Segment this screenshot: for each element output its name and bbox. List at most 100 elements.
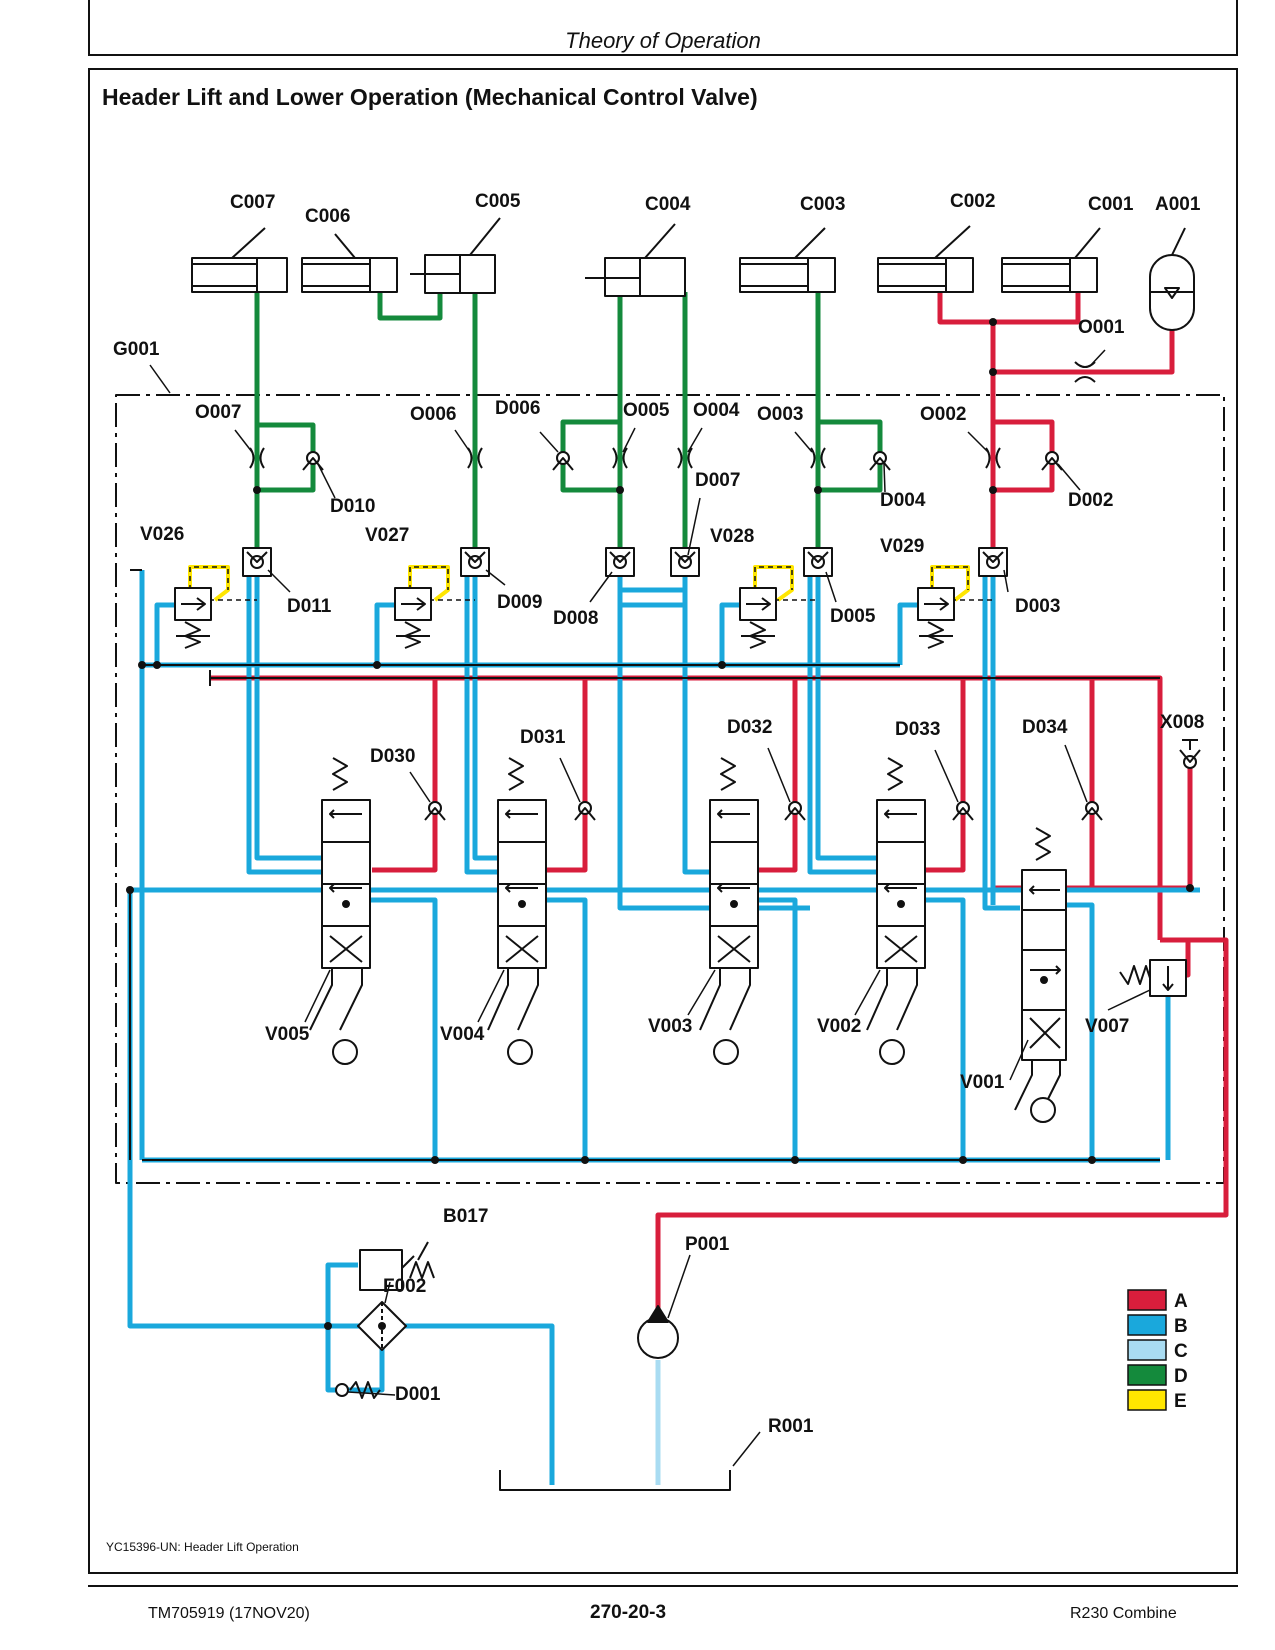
blue-line-d005 [807,575,877,875]
green-line-d004-loop [818,419,883,493]
label-d032: D032 [727,717,772,738]
label-r001: R001 [768,1416,814,1437]
legend-label-a: A [1174,1291,1188,1312]
control-valve-v001 [1014,827,1067,1123]
legend-label-c: C [1174,1341,1188,1362]
green-line-d006-loop [560,419,620,493]
control-valve-v002 [866,757,926,1065]
blue-line-d003 [982,575,1020,911]
red-line-d032 [757,678,798,873]
orifice-o004 [677,447,693,469]
label-d010: D010 [330,496,375,517]
control-valve-v005 [309,757,371,1065]
label-o002: O002 [920,404,966,425]
red-line-pressure-riser [655,937,1229,1318]
blue-line-d011 [246,575,322,875]
legend-label-b: B [1174,1316,1188,1337]
pilot-check-d009 [460,547,490,577]
label-v005: V005 [265,1024,310,1045]
label-c005: C005 [475,191,521,212]
label-d008: D008 [553,608,598,629]
pressure-switch-b017 [359,1241,435,1291]
label-o005: O005 [623,400,670,421]
label-o007: O007 [195,402,241,423]
pump-p001 [637,1305,679,1359]
label-f002: F002 [383,1276,426,1297]
legend-swatch-d [1127,1364,1167,1386]
label-o003: O003 [757,404,803,425]
red-line-c002-c001 [937,292,1081,325]
green-line-d010-loop [257,422,316,493]
pilot-check-d008 [605,547,635,577]
label-a001: A001 [1155,194,1201,215]
label-d007: D007 [695,470,740,491]
label-d006: D006 [495,398,540,419]
label-d001: D001 [395,1384,441,1405]
blue-line-filter-bypass [325,1326,385,1393]
green-line-c006-c005 [377,292,443,321]
label-v007: V007 [1085,1016,1129,1037]
label-d030: D030 [370,746,415,767]
blue-line-filter-loop [325,1262,358,1326]
label-v003: V003 [648,1016,692,1037]
legend-label-e: E [1174,1391,1187,1412]
pilot-check-d007 [670,547,700,577]
valve-block-boundary [115,394,1225,1184]
blue-line-d009 [464,575,498,875]
blue-line-v027-pilot [374,602,395,665]
reducing-valve-v027 [394,587,432,649]
legend-label-d: D [1174,1366,1188,1387]
check-valve-d006 [552,451,574,471]
blue-line-v029-pilot [897,602,918,665]
reducing-valve-v028 [739,587,777,649]
section-header: Theory of Operation [565,28,761,53]
label-d031: D031 [520,727,566,748]
red-line-d031 [545,678,588,873]
check-valve-d002 [1041,451,1063,471]
label-d034: D034 [1022,717,1068,738]
yellow-pilot-v027 [408,565,450,602]
pilot-check-d005 [803,547,833,577]
reducing-valve-v026 [174,587,212,649]
blue-line-v003-tank [757,897,798,1160]
check-valve-d004 [869,451,891,471]
accumulator-a001 [1149,227,1195,331]
footer-doc-id: TM705919 (17NOV20) [148,1605,310,1622]
check-valve-d030 [424,801,446,821]
relief-valve-v007 [1119,959,1187,997]
red-line-x008 [1063,762,1193,891]
label-p001: P001 [685,1234,730,1255]
cylinder-c003 [739,227,836,293]
footer-product: R230 Combine [1070,1605,1177,1622]
blue-line-v002-tank [925,897,966,1160]
legend-swatch-c [1127,1339,1167,1361]
label-o001: O001 [1078,317,1125,338]
control-valve-v003 [699,757,759,1065]
reducing-valve-v029 [917,587,955,649]
yellow-pilot-v028 [753,565,794,602]
blue-line-v005-tank [370,897,438,1160]
label-c003: C003 [800,194,845,215]
label-c006: C006 [305,206,350,227]
diagram-title: Header Lift and Lower Operation (Mechani… [102,84,758,110]
blue-line-d005-b [815,575,877,861]
orifice-o003 [810,447,826,469]
blue-line-d011-b [254,575,322,861]
orifice-o002 [985,447,1001,469]
check-valve-d034 [1081,801,1103,821]
label-c007: C007 [230,192,275,213]
check-valve-d033 [952,801,974,821]
cylinder-c004 [585,223,686,297]
check-valve-d010 [302,451,324,471]
pilot-check-d011 [242,547,272,577]
test-port-x008 [1179,739,1201,769]
cylinder-c007 [191,227,288,293]
label-v026: V026 [140,524,184,545]
label-x008: X008 [1160,712,1204,733]
label-d009: D009 [497,592,542,613]
figure-caption: YC15396-UN: Header Lift Operation [106,1540,299,1554]
blue-line-v026-pilot [154,602,175,665]
label-v028: V028 [710,526,754,547]
label-d002: D002 [1068,490,1113,511]
